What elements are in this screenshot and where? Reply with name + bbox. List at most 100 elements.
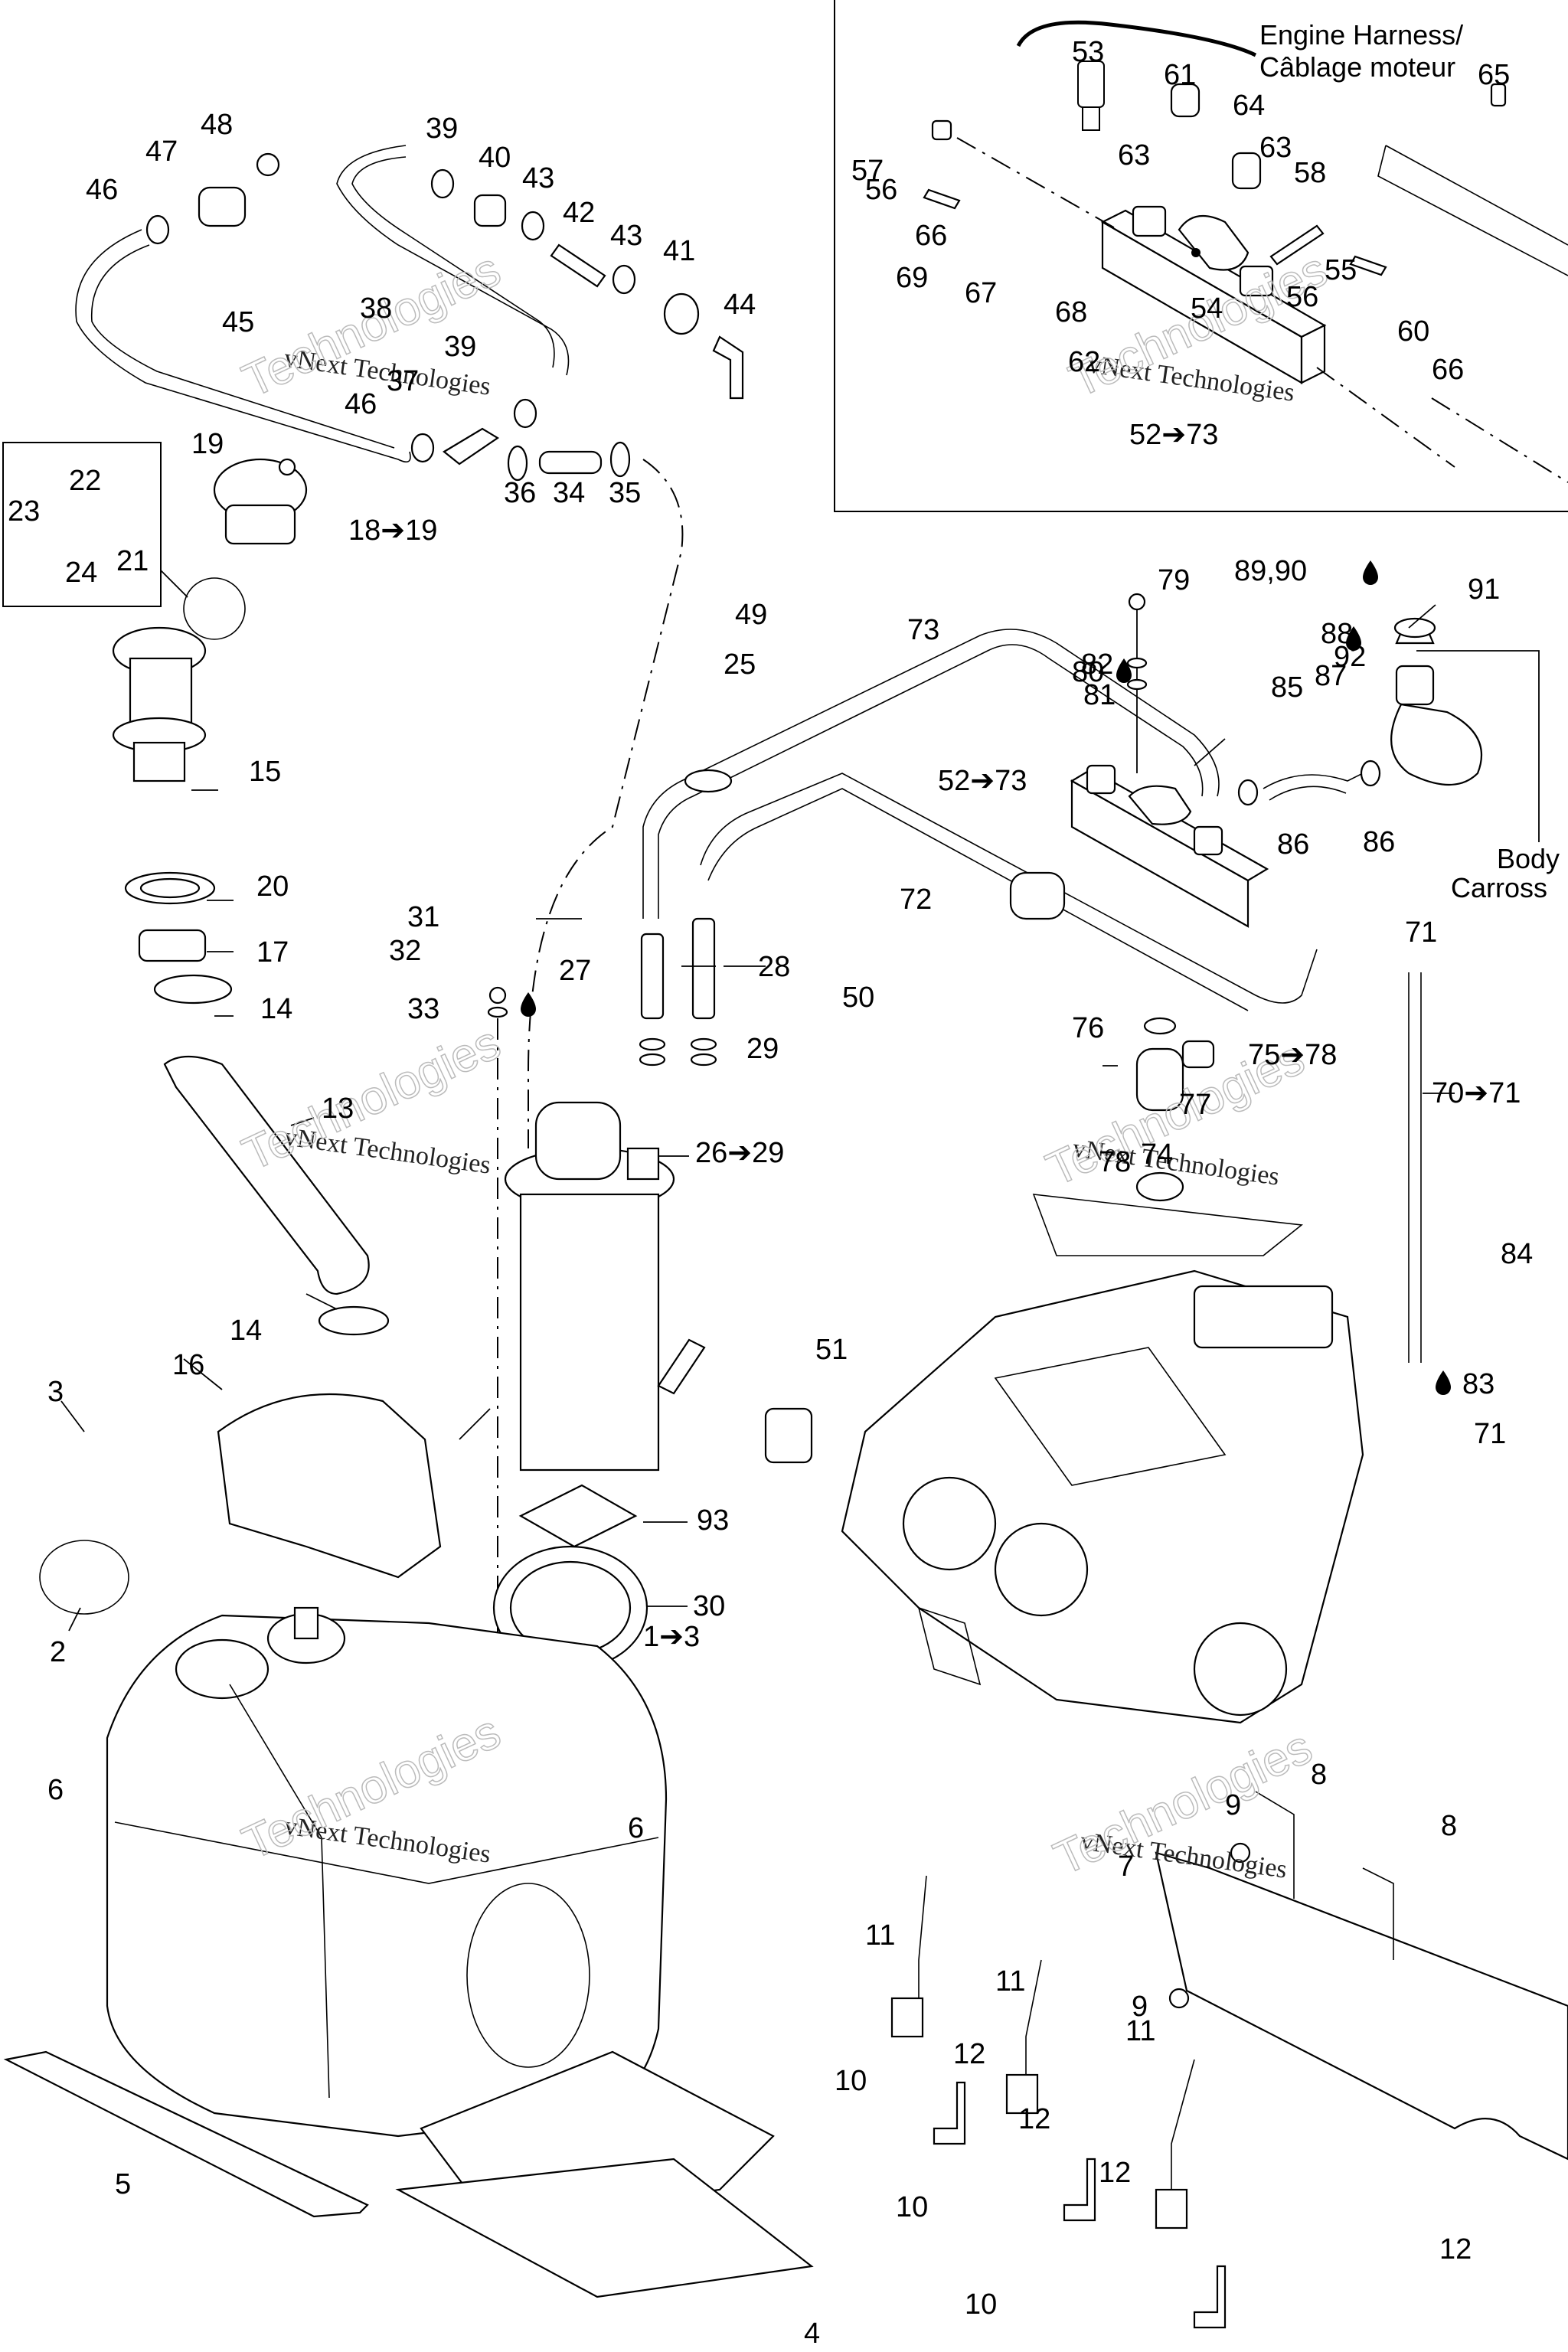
callout-c22: 22 [69,465,101,497]
callout-c10a: 10 [835,2065,867,2097]
callout-c21: 21 [116,545,149,577]
callout-c74: 74 [1141,1138,1173,1171]
callout-c89: 89,90 [1234,555,1307,587]
callout-c39b: 39 [444,331,476,363]
leader-lines [60,604,1455,1632]
callout-c86a: 86 [1277,828,1309,861]
fuel-lines [642,629,1422,1363]
callout-c54: 54 [1191,292,1223,325]
callout-c83: 83 [1462,1368,1494,1400]
callout-c87: 87 [1315,660,1347,692]
callout-c69: 69 [896,262,928,294]
callout-c30: 30 [693,1590,725,1622]
fuel-pump-module [487,917,813,1684]
callout-c67: 67 [965,277,997,309]
callout-c46b: 46 [345,388,377,420]
callout-c26: 26➔29 [695,1137,784,1169]
fuel-tank [3,1606,814,2298]
callout-c12c: 12 [1099,2157,1131,2189]
callout-c76: 76 [1072,1012,1104,1044]
callout-c91: 91 [1468,573,1500,606]
callout-c60: 60 [1397,315,1429,348]
callout-c81: 81 [1083,679,1116,711]
callout-c11a: 11 [865,1919,895,1952]
callout-c71a: 71 [1405,916,1437,949]
callout-c12b: 12 [1018,2103,1050,2135]
callout-c85: 85 [1271,671,1303,704]
callout-c43b: 43 [610,220,642,252]
callout-c44: 44 [724,289,756,321]
callout-c61: 61 [1164,59,1196,91]
sealant-drop-icon [1436,1370,1451,1395]
fuel-rail-assembly-inset [923,20,1568,483]
callout-c80: 80 [1072,656,1104,688]
callout-c19: 19 [191,428,224,460]
callout-c71b: 71 [1474,1418,1506,1450]
callout-c62: 62 [1068,346,1100,378]
callout-c55: 55 [1325,254,1357,286]
callout-c52b: 52➔73 [938,765,1027,797]
callout-c27: 27 [559,955,591,987]
callout-c9a: 9 [1225,1789,1241,1821]
callout-c41: 41 [663,235,695,267]
callout-c56b: 56 [1286,281,1318,313]
fuel-rail-engine [1032,593,1540,1256]
callout-c38: 38 [360,292,392,325]
callout-c3: 3 [47,1376,64,1408]
callout-c40: 40 [479,142,511,174]
callout-c4: 4 [804,2318,820,2350]
callout-c82: 82 [1081,648,1113,681]
callout-c77: 77 [1179,1089,1211,1121]
callout-c8a: 8 [1311,1759,1327,1791]
callout-c84: 84 [1501,1238,1533,1270]
sealant-drop-icon [521,992,536,1017]
callout-c9b: 9 [1132,1991,1148,2023]
fuel-rail-inset-frame [834,0,1568,512]
callout-c29: 29 [746,1033,779,1065]
callout-c14a: 14 [260,993,292,1025]
callout-c5: 5 [115,2168,131,2200]
callout-c86b: 86 [1363,826,1395,858]
callout-c53: 53 [1072,36,1104,68]
callout-c25: 25 [724,648,756,681]
callout-c63a: 63 [1118,139,1150,172]
callout-c70: 70➔71 [1432,1077,1521,1109]
sealant-drop-icon [1346,626,1361,651]
callout-c10b: 10 [896,2191,928,2223]
callout-c11b: 11 [995,1965,1025,1998]
callout-c75: 75➔78 [1248,1039,1337,1071]
callout-c39a: 39 [426,113,458,145]
callout-c72: 72 [900,884,932,916]
callout-c10c: 10 [965,2288,997,2321]
callout-c93: 93 [697,1504,729,1537]
callout-c64: 64 [1233,90,1265,122]
callout-c52a: 52➔73 [1129,419,1218,451]
callout-c48: 48 [201,109,233,141]
callout-c2: 2 [50,1636,66,1668]
callout-c12d: 12 [1439,2233,1472,2265]
callout-c32: 32 [389,935,421,967]
callout-c58: 58 [1294,157,1326,189]
callout-c12a: 12 [953,2038,985,2070]
callout-c63b: 63 [1259,132,1292,164]
callout-c78: 78 [1099,1146,1131,1178]
callout-c49: 49 [735,599,767,631]
callout-c33: 33 [407,993,439,1025]
callout-labels: 1➔32345667889910101011111112121212131414… [8,36,1533,2350]
callout-c18: 18➔19 [348,514,437,547]
callout-c43a: 43 [522,162,554,194]
callout-c13: 13 [322,1093,354,1125]
callout-c11c: 11 [1125,2015,1155,2047]
sealant-drop-icon [1116,658,1132,683]
sealant-drop-icon [1363,560,1378,585]
callout-c6a: 6 [47,1774,64,1806]
body-note: Body [1497,843,1560,874]
callout-c6b: 6 [628,1812,644,1844]
callout-c56a: 56 [865,174,897,206]
callout-c14b: 14 [230,1315,262,1347]
callout-c66a: 66 [915,220,947,252]
callout-c73: 73 [907,614,939,646]
fuel-cap [160,458,308,640]
callout-c47: 47 [145,136,178,168]
